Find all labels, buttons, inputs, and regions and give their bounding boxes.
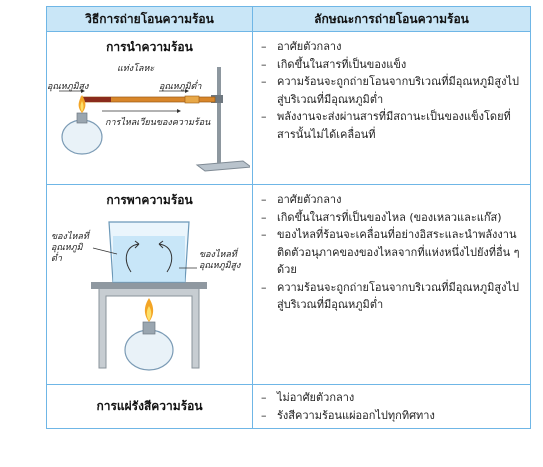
method-title-conduction: การนำความร้อน bbox=[106, 40, 193, 54]
clamp-icon bbox=[211, 95, 223, 103]
list-item: ความร้อนจะถูกถ่ายโอนจากบริเวณที่มีอุณหภู… bbox=[261, 73, 524, 108]
rod-hot-end bbox=[81, 97, 111, 102]
header-method: วิธีการถ่ายโอนความร้อน bbox=[46, 6, 253, 32]
list-item: เกิดขึ้นในสารที่เป็นของแข็ง bbox=[261, 56, 524, 74]
method-title-radiation: การแผ่รังสีความร้อน bbox=[96, 399, 203, 413]
list-item: ไม่อาศัยตัวกลาง bbox=[261, 389, 524, 407]
convection-characteristics: อาศัยตัวกลาง เกิดขึ้นในสารที่เป็นของไหล … bbox=[252, 184, 531, 385]
wire-gauze-icon bbox=[91, 282, 207, 289]
convection-list: อาศัยตัวกลาง เกิดขึ้นในสารที่เป็นของไหล … bbox=[261, 191, 524, 314]
radiation-characteristics: ไม่อาศัยตัวกลาง รังสีความร้อนแผ่ออกไปทุก… bbox=[252, 384, 531, 429]
list-item: พลังงานจะส่งผ่านสารที่มีสถานะเป็นของแข็ง… bbox=[261, 108, 524, 143]
label-fluid-low: ของไหลที่อุณหภูมิต่ำ bbox=[51, 232, 89, 264]
header-characteristics: ลักษณะการถ่ายโอนความร้อน bbox=[252, 6, 531, 32]
conduction-cell: การนำความร้อน bbox=[46, 31, 253, 185]
list-item: เกิดขึ้นในสารที่เป็นของไหล (ของเหลวและแก… bbox=[261, 209, 524, 227]
conduction-figure: แท่งโลหะ อุณหภูมิสูง อุณหภูมิต่ำ การไหลเ… bbox=[47, 57, 252, 175]
list-item: อาศัยตัวกลาง bbox=[261, 191, 524, 209]
table-row: การพาความร้อน bbox=[46, 184, 531, 385]
list-item: ของไหลที่ร้อนจะเคลื่อนที่อย่างอิสระและนำ… bbox=[261, 226, 524, 279]
label-fluid-high: ของไหลที่อุณหภูมิสูง bbox=[199, 250, 241, 271]
stand-base-icon bbox=[195, 160, 250, 172]
convection-illustration bbox=[91, 221, 207, 371]
table-row: การแผ่รังสีความร้อน ไม่อาศัยตัวกลาง รังส… bbox=[46, 384, 531, 429]
table-row: การนำความร้อน bbox=[46, 31, 531, 185]
conduction-list: อาศัยตัวกลาง เกิดขึ้นในสารที่เป็นของแข็ง… bbox=[261, 38, 524, 143]
circulation-arrow-left bbox=[125, 240, 140, 273]
label-heat-flow: การไหลเวียนของความร้อน bbox=[105, 118, 211, 128]
label-high-temp: อุณหภูมิสูง bbox=[47, 82, 89, 92]
table-header-row: วิธีการถ่ายโอนความร้อน ลักษณะการถ่ายโอนค… bbox=[46, 6, 531, 32]
convection-cell: การพาความร้อน bbox=[46, 184, 253, 385]
cork-icon bbox=[184, 95, 200, 104]
stand-pole-icon bbox=[217, 67, 221, 163]
conduction-characteristics: อาศัยตัวกลาง เกิดขึ้นในสารที่เป็นของแข็ง… bbox=[252, 31, 531, 185]
list-item: ความร้อนจะถูกถ่ายโอนจากบริเวณที่มีอุณหภู… bbox=[261, 279, 524, 314]
method-title-convection: การพาความร้อน bbox=[106, 193, 193, 207]
label-metal-rod: แท่งโลหะ bbox=[117, 64, 155, 74]
burner-icon bbox=[124, 329, 174, 371]
tripod-icon bbox=[98, 287, 200, 369]
list-item: รังสีความร้อนแผ่ออกไปทุกทิศทาง bbox=[261, 407, 524, 425]
convection-figure: ของไหลที่อุณหภูมิต่ำ ของไหลที่อุณหภูมิสู… bbox=[47, 210, 252, 380]
burner-icon bbox=[61, 119, 103, 155]
list-item: อาศัยตัวกลาง bbox=[261, 38, 524, 56]
conduction-illustration bbox=[59, 67, 250, 172]
radiation-cell: การแผ่รังสีความร้อน bbox=[46, 384, 253, 429]
heat-transfer-table: วิธีการถ่ายโอนความร้อน ลักษณะการถ่ายโอนค… bbox=[46, 6, 531, 429]
label-low-temp: อุณหภูมิต่ำ bbox=[159, 82, 202, 92]
radiation-list: ไม่อาศัยตัวกลาง รังสีความร้อนแผ่ออกไปทุก… bbox=[261, 389, 524, 424]
circulation-arrow-right bbox=[158, 240, 173, 273]
